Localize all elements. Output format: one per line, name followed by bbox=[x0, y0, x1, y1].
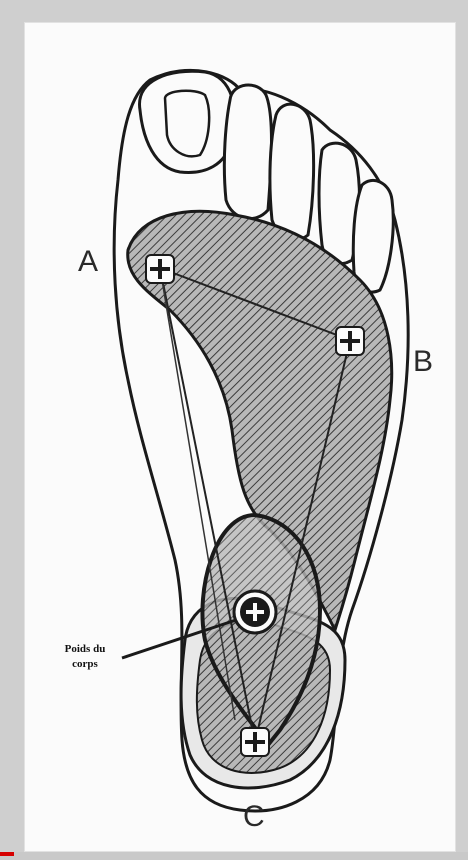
bottom-bar bbox=[0, 852, 468, 860]
point-B-marker bbox=[336, 327, 364, 355]
label-C: C bbox=[243, 802, 265, 832]
toe-5 bbox=[353, 180, 393, 292]
center-of-gravity-marker bbox=[234, 591, 276, 633]
annotation-line-2: corps bbox=[40, 657, 130, 671]
point-A-marker bbox=[146, 255, 174, 283]
toe-3 bbox=[270, 104, 314, 239]
point-C-marker bbox=[241, 728, 269, 756]
red-mark bbox=[0, 852, 14, 856]
label-A: A bbox=[78, 247, 98, 277]
annotation-line-1: Poids du bbox=[40, 642, 130, 656]
big-toenail bbox=[165, 91, 209, 157]
toe-2 bbox=[224, 85, 271, 219]
label-B: B bbox=[413, 347, 433, 377]
